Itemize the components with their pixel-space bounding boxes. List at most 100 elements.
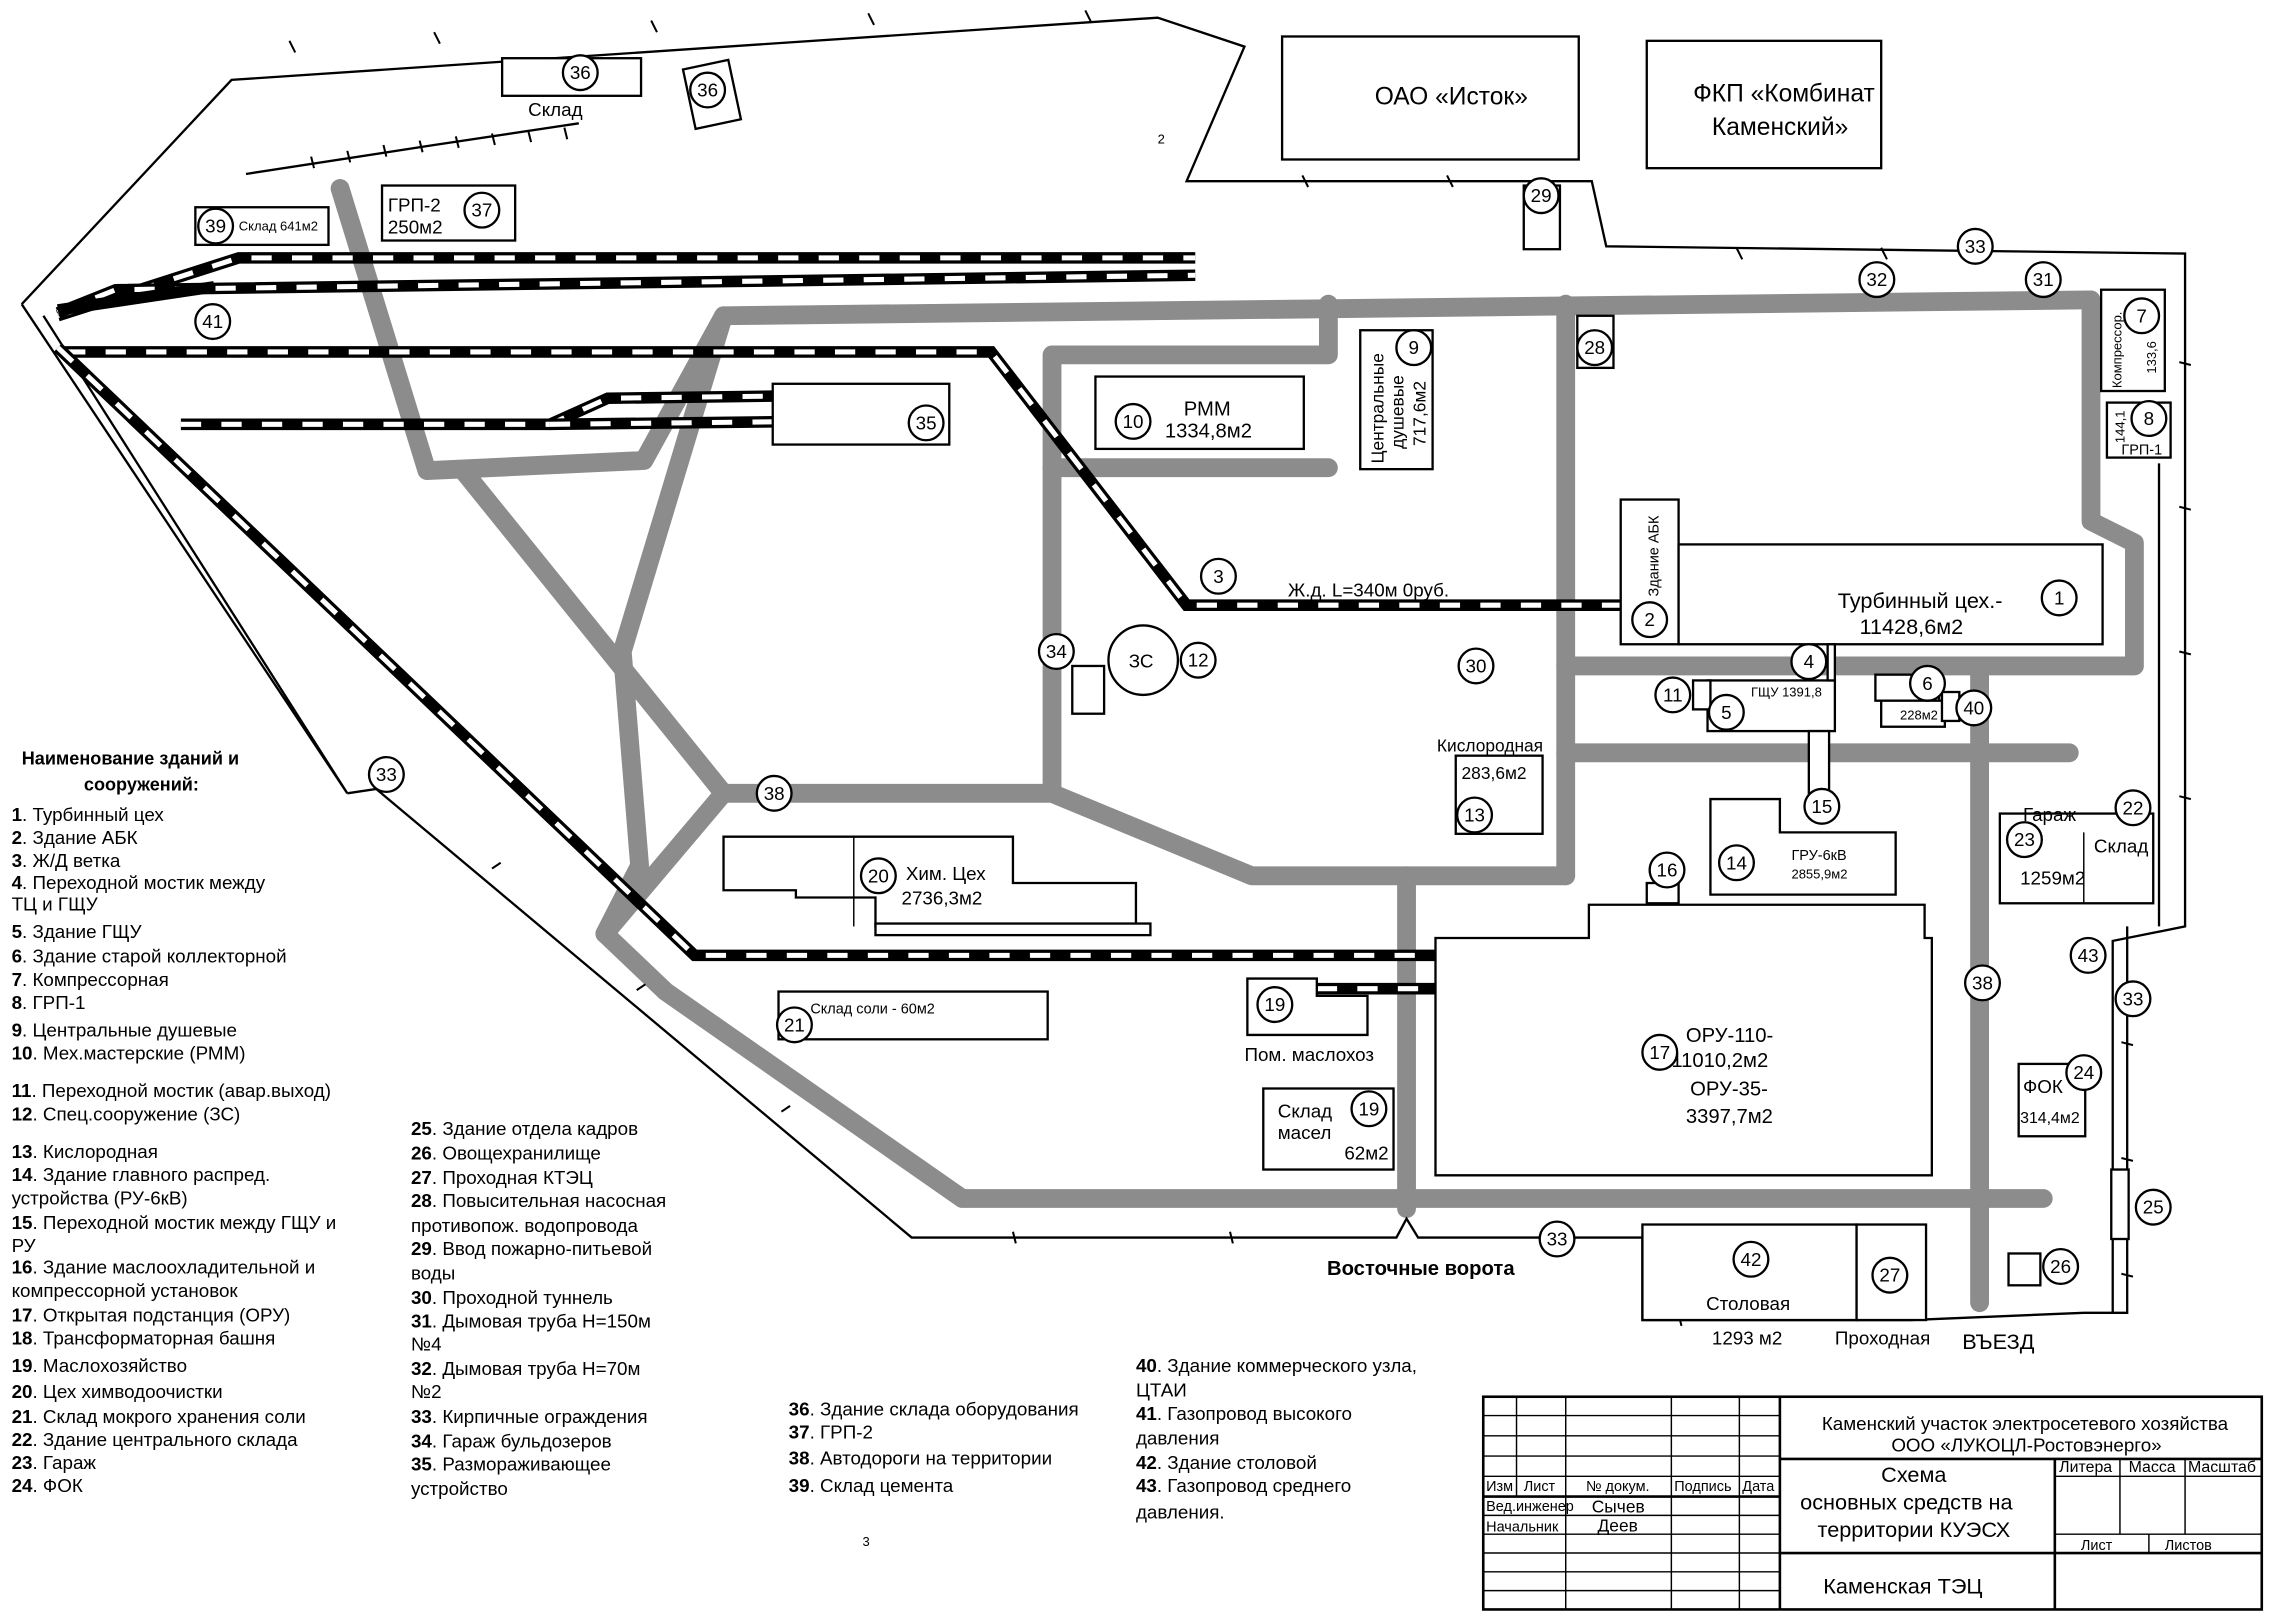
marker-31: 31 [2024,261,2062,299]
marker-circle [1631,601,1669,639]
svg-text:ГРУ-6кВ: ГРУ-6кВ [1791,848,1846,864]
legend-item: 3. Ж/Д ветка [12,850,121,871]
legend-item: 16. Здание маслоохладительной и [12,1257,316,1278]
legend-item: 5. Здание ГЩУ [12,921,143,942]
svg-text:Масштаб: Масштаб [2188,1459,2256,1476]
svg-text:Дата: Дата [1742,1479,1775,1495]
legend-item: 36. Здание склада оборудования [789,1399,1079,1420]
legend-item: №4 [411,1333,442,1354]
legend-item: 15. Переходной мостик между ГЩУ и [12,1212,337,1233]
mostik-11 [1691,679,1712,711]
marker-circle [755,774,793,812]
marker-number: 25 [2143,1197,2164,1218]
svg-text:3397,7м2: 3397,7м2 [1686,1106,1773,1128]
marker-number: 17 [1649,1042,1670,1063]
marker-circle [1963,964,2002,1002]
svg-text:Лист: Лист [2081,1538,2113,1554]
marker-circle [1648,851,1686,889]
svg-text:Столовая: Столовая [1706,1293,1790,1314]
marker-7: 7 [2123,297,2161,335]
svg-text:Проходная: Проходная [1835,1328,1930,1349]
legend: Наименование зданий и сооружений: 1. Тур… [12,748,1417,1522]
marker-number: 33 [2123,988,2144,1009]
marker-number: 21 [784,1014,805,1035]
marker-number: 27 [1879,1265,1900,1286]
marker-circle [1717,844,1756,882]
svg-text:Подпись: Подпись [1674,1479,1731,1495]
svg-text:территории КУЭСХ: территории КУЭСХ [1818,1517,2011,1542]
legend-item: 40. Здание коммерческого узла, [1136,1355,1417,1376]
marker-circle [1456,796,1494,834]
marker-number: 33 [1547,1229,1568,1250]
marker-circle [1457,647,1495,685]
legend-item: ТЦ и ГЩУ [12,894,99,915]
svg-text:717,6м2: 717,6м2 [1409,381,1429,446]
legend-item: 14. Здание главного распред. [12,1164,271,1185]
legend-item: 37. ГРП-2 [789,1422,873,1443]
kombinat-building [1645,39,1883,170]
title-block: Каменский участок электросетевого хозяйс… [1481,1395,2264,1611]
legend-item: 38. Автодороги на территории [789,1448,1052,1469]
marker-12: 12 [1179,641,1217,679]
legend-title: Наименование зданий и [22,748,239,768]
svg-text:Лист: Лист [1524,1479,1556,1495]
svg-text:11010,2м2: 11010,2м2 [1671,1050,1768,1072]
legend-item: 1. Турбинный цех [12,804,165,825]
legend-item: 35. Размораживающее [411,1454,611,1475]
marker-circle [1955,689,1993,727]
legend-item: 31. Дымовая труба Н=150м [411,1310,651,1331]
legend-item: компрессорной установок [12,1280,239,1301]
legend-item: 39. Склад цемента [789,1475,954,1496]
marker-circle [1576,329,1614,367]
marker-number: 41 [202,311,223,332]
marker-number: 36 [570,62,591,83]
svg-text:228м2: 228м2 [1900,708,1938,723]
marker-16: 16 [1648,851,1686,889]
legend-item: давления. [1136,1501,1225,1522]
marker-number: 12 [1188,650,1209,671]
istok-label: ОАО «Исток» [1375,84,1528,111]
marker-33: 33 [1538,1220,1576,1258]
marker-37: 37 [463,191,501,229]
svg-text:Литера: Литера [2059,1459,2112,1476]
legend-item: 42. Здание столовой [1136,1452,1317,1473]
marker-number: 16 [1657,860,1678,881]
svg-text:Каменский»: Каменский» [1712,114,1848,141]
svg-text:душевые: душевые [1388,375,1408,449]
marker-number: 24 [2073,1062,2094,1083]
marker-circle [1114,402,1152,440]
marker-23: 23 [2005,821,2043,859]
legend-item: устройства (РУ-6кВ) [12,1187,188,1208]
page-num-2: 2 [1158,132,1165,147]
svg-text:Масса: Масса [2129,1459,2176,1476]
legend-item: 18. Трансформаторная башня [12,1328,276,1349]
marker-2: 2 [1631,601,1669,639]
marker-number: 7 [2136,305,2146,326]
sklad-641-label: Склад 641м2 [239,218,318,233]
marker-circle [1956,227,1994,265]
marker-circle [1199,557,1237,595]
legend-item: 9. Центральные душевые [12,1019,237,1040]
marker-circle [1707,693,1745,731]
marker-26: 26 [2042,1247,2080,1286]
garage-buld-34 [1071,664,1106,715]
marker-36: 36 [689,71,727,109]
marker-number: 42 [1740,1249,1761,1270]
ovosh-26 [2007,1252,2042,1287]
svg-text:Деев: Деев [1598,1515,1638,1535]
marker-circle [1037,632,1075,671]
legend-item: давления [1136,1427,1219,1448]
marker-number: 13 [1464,805,1485,826]
svg-text:Изм: Изм [1486,1479,1513,1495]
marker-number: 5 [1721,702,1731,723]
marker-number: 40 [1963,697,1984,718]
marker-circle [2069,936,2107,974]
marker-circle [775,1006,813,1044]
marker-number: 38 [1972,972,1993,993]
legend-item: воды [411,1263,455,1284]
marker-38: 38 [755,774,793,812]
svg-text:11428,6м2: 11428,6м2 [1859,614,1963,639]
marker-42: 42 [1732,1240,1770,1278]
marker-40: 40 [1955,689,1993,727]
